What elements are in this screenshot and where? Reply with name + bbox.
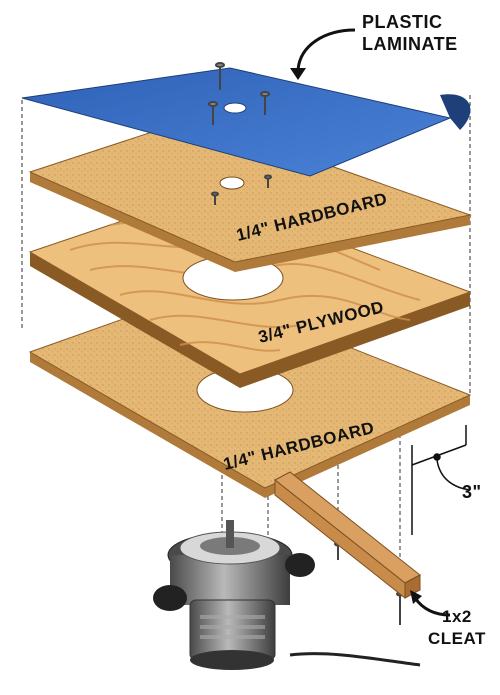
laminate-bit-hole [223, 102, 247, 114]
label-1x2: 1x2 [442, 607, 472, 626]
plastic-laminate-sheet [21, 67, 471, 177]
power-cord [289, 652, 421, 667]
label-laminate: LAMINATE [362, 34, 458, 54]
screws [208, 62, 404, 625]
dimension-marker [411, 425, 471, 535]
router-knob-left [153, 585, 187, 611]
cleat-arrowhead [410, 590, 422, 604]
label-plastic: PLASTIC [362, 12, 443, 32]
router [153, 520, 421, 670]
label-cleat: CLEAT [428, 629, 486, 648]
bottom-hardboard-sheet [28, 289, 472, 498]
top-hardboard-sheet [28, 117, 472, 272]
laminate-arrowhead [290, 68, 306, 80]
label-dimension: 3" [462, 482, 482, 502]
cleat [274, 471, 421, 600]
top-hardboard-bit-hole [219, 176, 245, 190]
plywood-sheet [28, 192, 472, 388]
router-knob-right [285, 553, 315, 577]
